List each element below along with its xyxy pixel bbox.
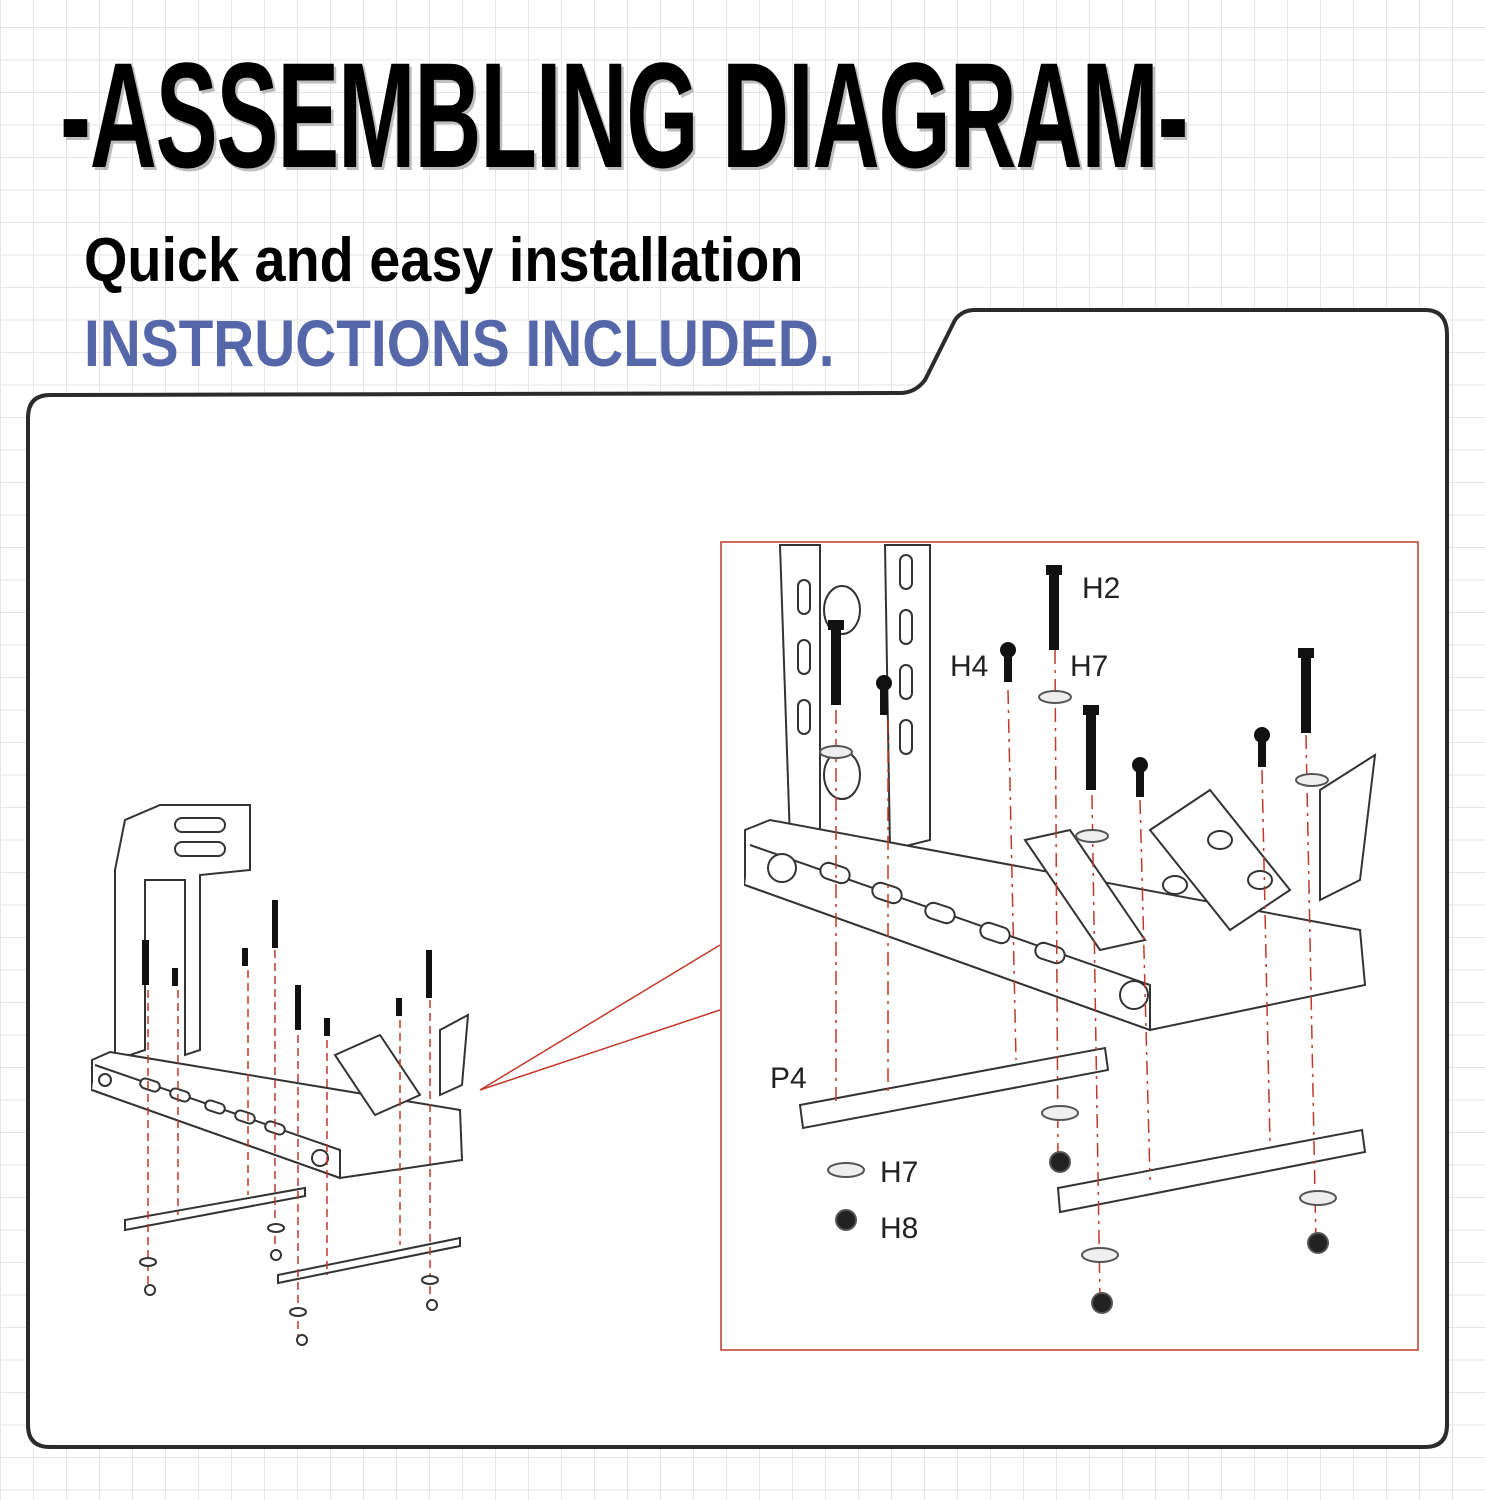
detail-bolts xyxy=(828,565,1314,797)
subtitle: Quick and easy installation xyxy=(84,226,804,295)
overview-dash-lines xyxy=(147,950,431,1345)
title-text: -ASSEMBLING DIAGRAM- xyxy=(60,31,1189,199)
label-h2: H2 xyxy=(1082,572,1120,605)
detail-dash-lines xyxy=(835,649,1317,1301)
callout-line-top xyxy=(479,944,721,1091)
label-h7-top: H7 xyxy=(1070,650,1108,683)
label-h8: H8 xyxy=(880,1212,918,1245)
detail-washers-nuts xyxy=(819,690,1337,1314)
label-h4: H4 xyxy=(950,650,988,683)
overview-bolts xyxy=(142,900,432,1036)
overview-nuts xyxy=(139,1223,439,1346)
tagline: INSTRUCTIONS INCLUDED. xyxy=(84,306,835,380)
callout-line-bottom xyxy=(479,1009,721,1091)
detail-assembly xyxy=(744,544,1377,1214)
overview-assembly xyxy=(91,804,470,1285)
label-h7-bottom: H7 xyxy=(880,1156,918,1189)
label-p4: P4 xyxy=(770,1062,807,1095)
page-title: -ASSEMBLING DIAGRAM- xyxy=(60,40,1380,190)
